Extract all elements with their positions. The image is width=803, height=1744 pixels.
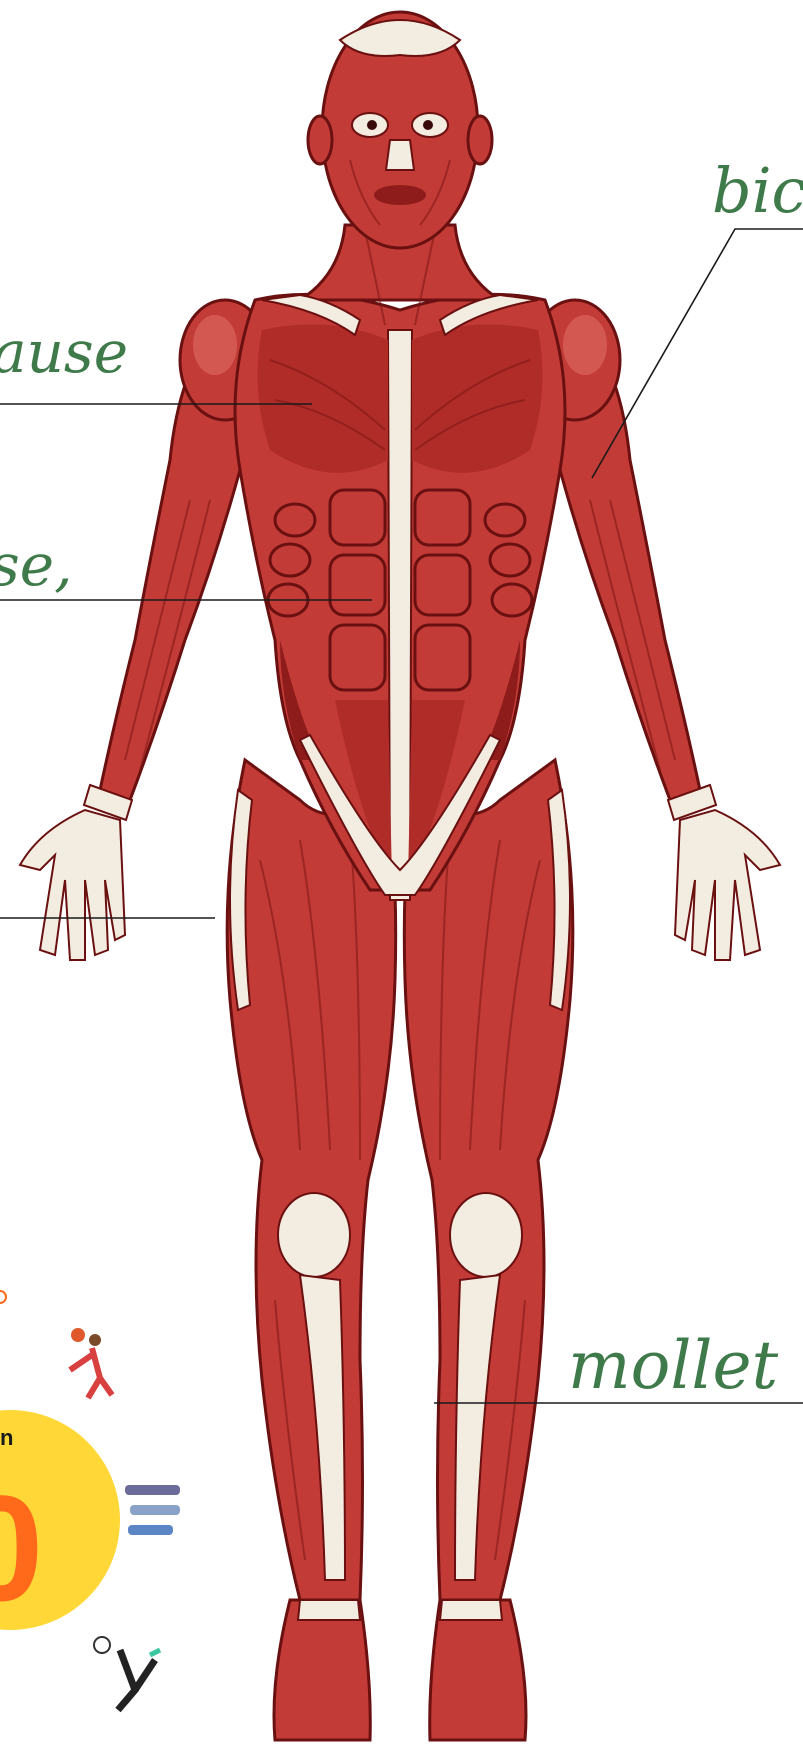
- basketball-player-icon: [70, 1328, 112, 1398]
- sport-badge: n 0: [0, 1291, 180, 1710]
- soccer-player-icon: [94, 1637, 160, 1710]
- runners-icon: [125, 1485, 180, 1535]
- head-neck: [262, 12, 538, 335]
- label-pectoral: ause: [0, 318, 128, 386]
- label-abdominal: se,: [0, 531, 73, 599]
- badge-text: n: [0, 1425, 13, 1450]
- legs: [227, 760, 573, 1740]
- label-calf: mollet: [568, 1327, 779, 1404]
- badge-ring-icon: [0, 1291, 6, 1303]
- label-biceps: bic: [712, 154, 803, 227]
- badge-big-digit: 0: [0, 1464, 43, 1632]
